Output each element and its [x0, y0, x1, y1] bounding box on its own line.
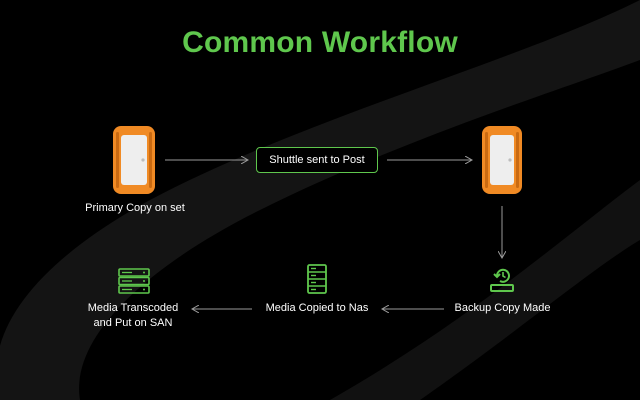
- backup-copy-label: Backup Copy Made: [454, 302, 551, 314]
- primary-copy-label: Primary Copy on set: [85, 202, 185, 214]
- backup-drive-icon: [482, 126, 522, 194]
- diagram-title: Common Workflow: [182, 26, 458, 59]
- primary-drive-icon: [113, 126, 155, 194]
- server-rack-icon: [307, 264, 327, 294]
- shuttle-node: Shuttle sent to Post: [256, 147, 378, 173]
- storage-array-icon: [118, 268, 150, 294]
- media-san-label: Media Transcoded and Put on SAN: [70, 301, 196, 331]
- media-san-label-line1: Media Transcoded: [87, 302, 179, 314]
- backup-restore-icon: [490, 268, 514, 292]
- media-san-label-line2: and Put on SAN: [93, 317, 173, 329]
- media-nas-label: Media Copied to Nas: [265, 302, 369, 314]
